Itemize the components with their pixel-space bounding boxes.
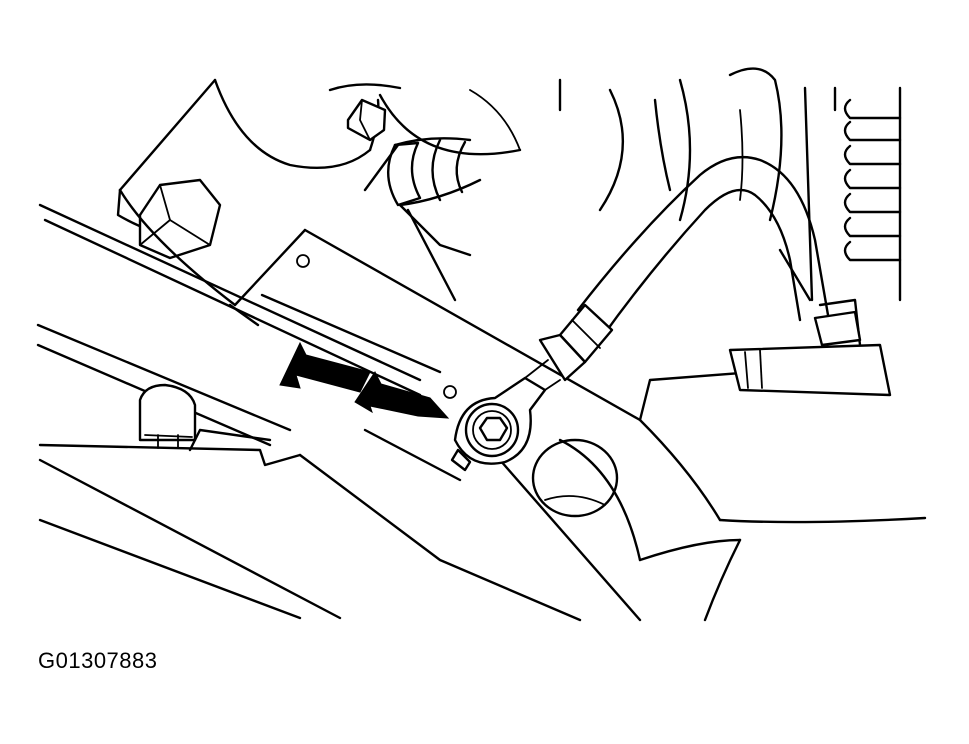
coolant-hose — [363, 137, 482, 302]
mounting-bracket — [36, 188, 927, 622]
pointer-arrows — [279, 341, 450, 419]
right-fitting — [728, 298, 892, 397]
figure-code: G01307883 — [38, 648, 158, 673]
radiator-fins — [843, 98, 902, 262]
bracket-hole — [531, 438, 619, 518]
engine-background — [116, 67, 902, 302]
ground-strap-cable — [538, 156, 862, 382]
ground-terminal — [450, 359, 561, 472]
hex-bolt-head — [138, 178, 222, 260]
small-bracket-block — [346, 98, 387, 142]
lower-cover-panel — [38, 428, 582, 622]
stud-post — [138, 383, 197, 449]
